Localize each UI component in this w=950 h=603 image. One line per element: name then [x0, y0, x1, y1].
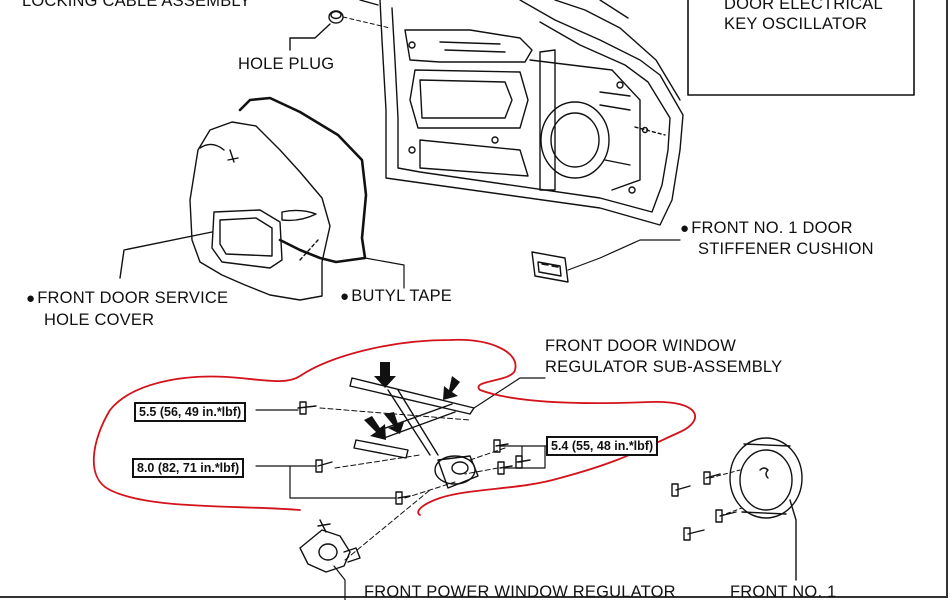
butyl-tape-part: [238, 96, 368, 264]
window-regulator-part: [319, 377, 546, 561]
motor-label: FRONT POWER WINDOW REGULATOR: [364, 583, 676, 601]
butyl-tape-label: BUTYL TAPE: [340, 286, 452, 307]
key-oscillator-label: KEY OSCILLATOR: [724, 15, 868, 33]
torque-spec-2: 8.0 (82, 71 in.*lbf): [132, 458, 245, 478]
red-annotation-circle: [92, 338, 696, 516]
service-cover-label-line2: HOLE COVER: [44, 311, 155, 329]
speaker-label: FRONT NO. 1: [730, 583, 837, 601]
bolts: [297, 401, 531, 505]
torque-spec-1: 5.5 (56, 49 in.*lbf): [134, 402, 247, 422]
door-electrical-label: DOOR ELECTRICAL: [724, 0, 883, 13]
door-panel-part: [359, 0, 684, 226]
install-arrows: [364, 362, 460, 440]
service-cover-label: FRONT DOOR SERVICE: [26, 288, 228, 309]
torque-spec-3: 5.4 (55, 48 in.*lbf): [546, 436, 659, 456]
stiffener-cushion-part: [531, 239, 681, 283]
locking-cable-label: LOCKING CABLE ASSEMBLY: [22, 0, 251, 10]
hole-plug-label: HOLE PLUG: [238, 55, 335, 73]
window-motor-part: [299, 519, 361, 600]
regulator-label-line2: REGULATOR SUB-ASSEMBLY: [545, 358, 783, 376]
speaker-part: [671, 437, 803, 581]
service-hole-cover-part: [119, 121, 331, 301]
stiffener-label-line2: STIFFENER CUSHION: [698, 240, 874, 258]
oscillator-label-box: [687, 0, 915, 96]
hole-plug-part: [289, 10, 391, 51]
stiffener-label: FRONT NO. 1 DOOR: [680, 218, 853, 239]
regulator-label: FRONT DOOR WINDOW: [545, 337, 736, 355]
